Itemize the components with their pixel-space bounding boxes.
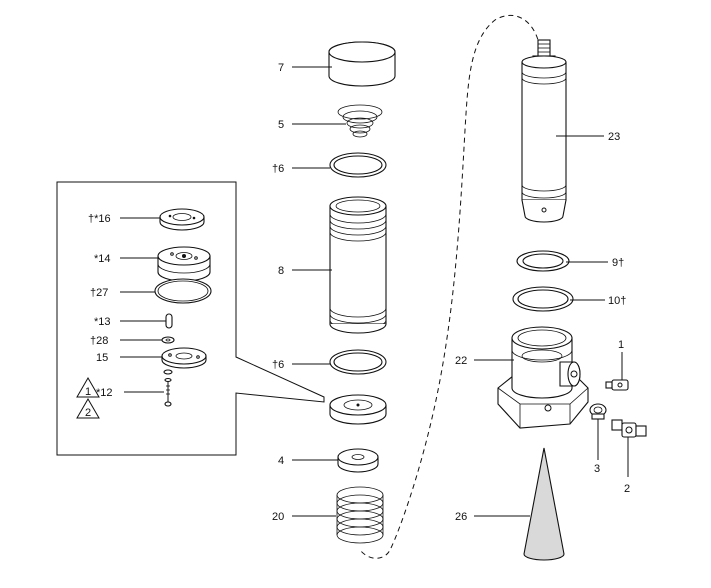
part-5-clip [337,104,383,138]
svg-text:1: 1 [85,386,91,398]
part-22-valve-body [497,326,589,429]
part-16-disc [159,208,205,231]
part-20-spring [336,486,384,544]
callout-27: †27 [90,287,108,299]
triangle-marker-2: 2 [76,398,100,419]
part-26-cone [523,447,565,561]
triangle-marker-1: 1 [76,377,100,398]
part-6-ring-lower [329,349,387,375]
callout-20: 20 [272,511,284,523]
part-10-ring [512,286,574,312]
callout-2: 2 [624,483,630,495]
part-13-pin [165,313,173,329]
part-27-oring [154,278,212,304]
part-4-washer [337,448,379,473]
part-valve-disc [329,394,387,425]
callout-7: 7 [278,62,284,74]
callout-26: 26 [455,511,467,523]
part-28-washer [161,336,175,344]
part-12-screw [163,369,173,407]
part-8-cylinder [329,196,387,334]
part-14-piston [157,246,211,282]
dashed-hose-line [359,14,541,559]
callout-13: *13 [94,316,111,328]
part-3-clamp [589,403,607,420]
callout-4: 4 [278,455,284,467]
callout-16: †*16 [88,213,111,225]
part-2-fitting [611,419,647,438]
part-1-fitting [605,379,629,391]
part-6-ring-upper [329,152,387,178]
callout-3: 3 [594,463,600,475]
callout-28: †28 [90,335,108,347]
callout-6-upper: †6 [272,163,284,175]
part-23-tube [521,39,567,223]
part-7-cap [328,41,396,87]
callout-10: 10† [608,295,626,307]
callout-5: 5 [278,119,284,131]
callout-9: 9† [612,257,624,269]
callout-8: 8 [278,265,284,277]
callout-23: 23 [608,131,620,143]
callout-14: *14 [94,253,111,265]
callout-1: 1 [618,339,624,351]
svg-text:2: 2 [85,407,91,419]
part-9-ring [516,250,570,272]
part-15-plate [161,347,207,369]
inset-detail-box [56,181,325,456]
callout-12: *12 [96,387,113,399]
callout-15: 15 [96,352,108,364]
callout-22: 22 [455,355,467,367]
callout-6-lower: †6 [272,359,284,371]
